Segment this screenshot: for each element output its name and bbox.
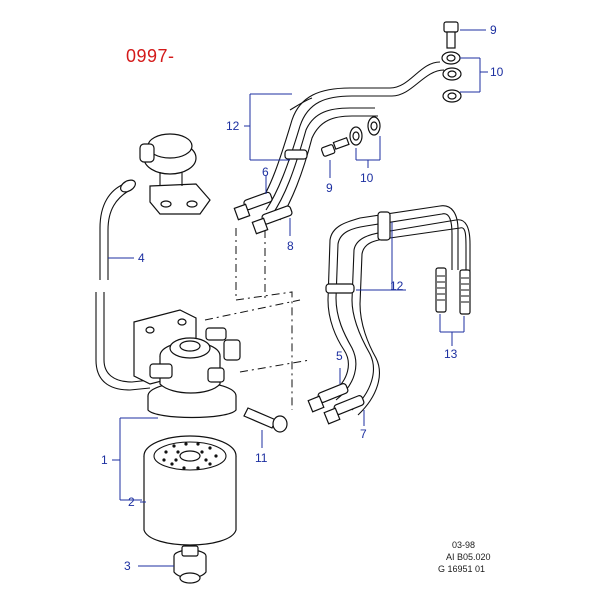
callout-2: 2 [128,495,135,509]
callout-11: 11 [255,451,268,465]
upper-banjo-fitting [441,21,462,103]
callout-6: 6 [262,165,269,179]
assembly-centerlines [204,228,311,410]
upper-fuel-line-assembly [233,61,445,235]
callout-13: 13 [444,347,458,361]
callout-5: 5 [336,349,343,363]
callout-10-top: 10 [490,65,504,79]
callout-12-top: 12 [226,119,240,133]
callout-4: 4 [138,251,145,265]
middle-banjo-fitting [320,116,381,157]
diagram-title: 0997- [126,46,175,66]
callout-9-top: 9 [490,23,497,37]
callout-7: 7 [360,427,367,441]
drain-plug [173,545,207,584]
callout-10-middle: 10 [360,171,374,185]
filter-head [133,309,241,419]
callout-3: 3 [124,559,131,573]
footer-graphic-number: G 16951 01 [438,564,486,574]
footer-illustration-id: AI B05.020 [446,552,491,562]
mounting-bolt [243,407,288,433]
filter-element [143,435,237,546]
footer-date: 03-98 [452,540,476,550]
callout-1: 1 [101,453,108,467]
callout-8: 8 [287,239,294,253]
callout-9-middle: 9 [326,181,333,195]
lower-fuel-line-assembly [307,205,471,425]
filter-holes [162,442,218,470]
callout-12-right: 12 [390,279,404,293]
priming-pump [95,133,211,391]
leader-lines [108,29,488,567]
